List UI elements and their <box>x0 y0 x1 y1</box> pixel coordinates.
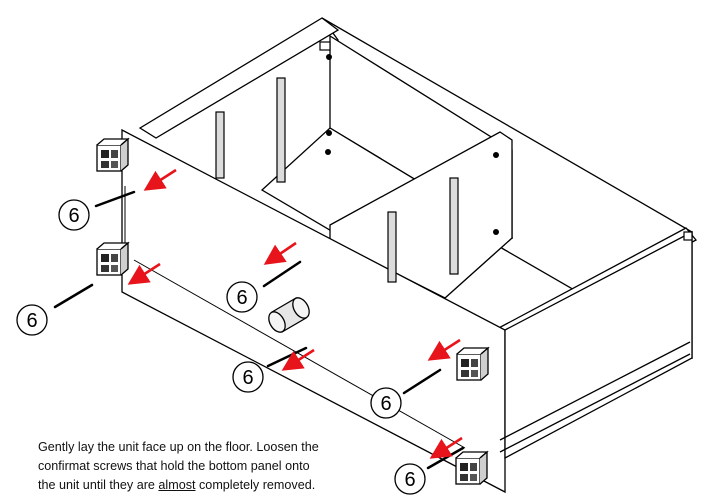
instruction-line-1: Gently lay the unit face up on the floor… <box>38 440 319 454</box>
callout-screw-6-bottom: 6 <box>394 463 426 495</box>
red-arrow-icon <box>281 348 315 371</box>
detail-dots <box>325 54 499 235</box>
red-arrow-icon <box>427 338 461 361</box>
screw-icon <box>402 368 442 395</box>
red-arrow-icon <box>263 241 297 265</box>
instruction-line-3-end: completely removed. <box>195 478 316 492</box>
shelf-rails <box>215 41 693 283</box>
callout-label: 6 <box>26 310 37 332</box>
cam-cylinder <box>268 297 310 333</box>
callout-screw-6-lower-center: 6 <box>232 361 264 393</box>
instruction-text: Gently lay the unit face up on the floor… <box>38 438 368 495</box>
leveling-foot-bottom-right <box>455 451 488 485</box>
red-arrow-icon <box>143 168 177 191</box>
instruction-emphasis: almost <box>158 478 196 492</box>
callout-screw-6-right: 6 <box>370 387 402 419</box>
instruction-line-3: the unit until they are almost completel… <box>38 476 368 495</box>
screw-icon <box>262 260 302 288</box>
red-arrows <box>127 168 463 459</box>
callout-screw-6-top-left: 6 <box>58 199 90 231</box>
leveling-foot-right <box>456 347 489 381</box>
cabinet-carcass <box>121 17 698 494</box>
instruction-line-3-start: the unit until they are <box>38 478 159 492</box>
callout-label: 6 <box>404 469 415 491</box>
screw-icon <box>94 190 136 208</box>
red-arrow-icon <box>429 436 463 459</box>
screws <box>53 190 465 470</box>
callout-label: 6 <box>68 205 79 227</box>
instruction-line-2: confirmat screws that hold the bottom pa… <box>38 459 310 473</box>
callout-screw-6-center: 6 <box>226 281 258 313</box>
screw-icon <box>53 283 94 309</box>
red-arrow-icon <box>127 262 161 285</box>
leveling-foot-mid-left <box>96 242 129 276</box>
callout-label: 6 <box>242 367 253 389</box>
leveling-foot-top-left <box>96 138 129 172</box>
callout-label: 6 <box>236 287 247 309</box>
callout-label: 6 <box>380 393 391 415</box>
callout-screw-6-left: 6 <box>16 304 48 336</box>
